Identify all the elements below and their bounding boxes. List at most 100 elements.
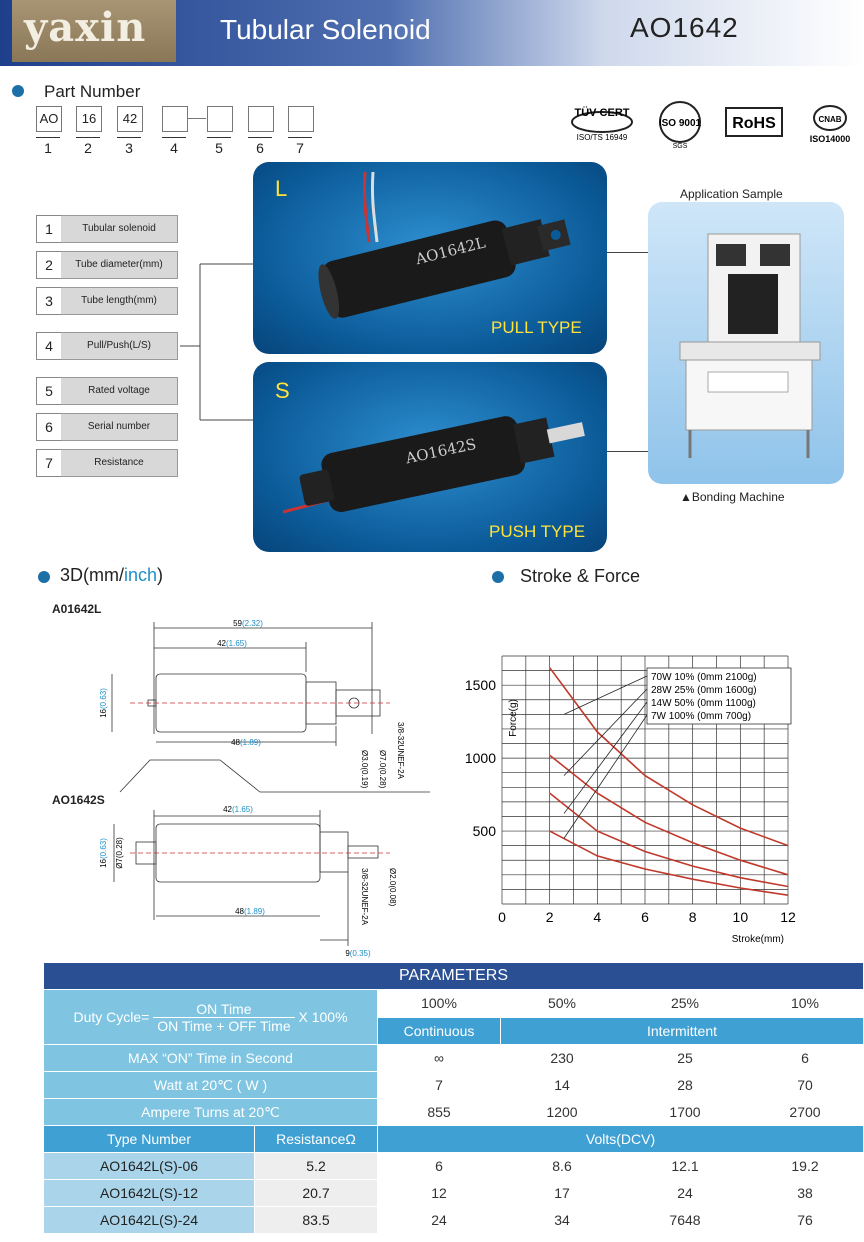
s-dim-16-in: (0.63) (99, 838, 108, 859)
cell: 14 (500, 1071, 624, 1099)
cert-name-1: ISO 9001 (659, 118, 702, 129)
type-res: 5.2 (254, 1152, 378, 1180)
legend-label-5: Rated voltage (61, 377, 178, 405)
s-dim-42-in: (1.65) (232, 805, 253, 814)
cell: 7648 (623, 1206, 747, 1234)
y-tick-label: 1500 (465, 677, 496, 693)
cell: 1700 (623, 1098, 747, 1126)
cell: 19.2 (746, 1152, 864, 1180)
cell: 7 (377, 1071, 501, 1099)
cell: 34 (500, 1206, 624, 1234)
type-name: AO1642L(S)-06 (43, 1152, 255, 1180)
application-caption: ▲Bonding Machine (680, 490, 785, 504)
cnab-logo: CNAB ISO14000 (802, 100, 858, 149)
pn-index-6: 6 (248, 137, 272, 156)
cert-sub-0: ISO/TS 16949 (577, 133, 628, 142)
pn-dash (188, 118, 206, 119)
pn-box-1: AO (36, 106, 62, 132)
x-tick-label: 2 (546, 909, 554, 925)
y-axis-label: Force(g) (508, 699, 519, 737)
s-dim-48: 48 (235, 907, 244, 916)
section-bullet (38, 571, 50, 583)
l-dim-d3: Ø3.0(0.19) (360, 750, 369, 789)
type-name: AO1642L(S)-12 (43, 1179, 255, 1207)
pull-letter: L (275, 176, 288, 201)
cell: 1200 (500, 1098, 624, 1126)
chart-heading: Stroke & Force (520, 566, 641, 586)
series-line-4 (549, 830, 789, 896)
l-dim-59-in: (2.32) (242, 619, 263, 628)
x-axis-label: Stroke(mm) (732, 934, 784, 945)
cert-sub-1: SGS (673, 143, 688, 150)
svg-text:9(0.35): 9(0.35) (345, 949, 371, 958)
app-connector-top (607, 252, 649, 253)
section-bullet (492, 571, 504, 583)
l-dim-42: 42 (217, 639, 226, 648)
drawing-heading: 3D(mm/inch) (60, 565, 163, 586)
cell: 6 (377, 1152, 501, 1180)
rohs-logo: RoHS (722, 104, 786, 143)
continuous-label: Continuous (377, 1016, 501, 1045)
cell: 70 (746, 1071, 864, 1099)
svg-text:48(1.89): 48(1.89) (231, 738, 261, 747)
duty-50: 50% (500, 989, 624, 1018)
bonding-machine-image (679, 233, 821, 458)
row-label-watt: Watt at 20℃ ( W ) (43, 1071, 378, 1099)
legend-entry-3: 14W 50% (0mm 1100g) (651, 698, 756, 709)
drawing-heading-c: ) (157, 565, 164, 585)
resistance-header: ResistanceΩ (254, 1125, 378, 1153)
duty-cycle-formula: Duty Cycle= ON Time ON Time + OFF Time X… (43, 989, 378, 1045)
l-dim-16-in: (0.63) (99, 688, 108, 709)
legend-label-2: Tube diameter(mm) (61, 251, 178, 279)
legend-leader-3 (563, 701, 648, 814)
row-label-ampere: Ampere Turns at 20℃ (43, 1098, 378, 1126)
cert-name-0: TÜV CERT (575, 106, 630, 119)
push-type-label: PUSH TYPE (489, 522, 586, 541)
legend-label-4: Pull/Push(L/S) (61, 332, 178, 360)
legend-num-2: 2 (36, 251, 62, 279)
pull-type-label: PULL TYPE (491, 318, 582, 337)
tuv-cert-logo: TÜV CERT ISO/TS 16949 (568, 104, 636, 147)
cell: 24 (623, 1179, 747, 1207)
l-dim-d7: Ø7.0(0.28) (378, 750, 387, 789)
legend-num-5: 5 (36, 377, 62, 405)
svg-text:42(1.65): 42(1.65) (217, 639, 247, 648)
legend-label-7: Resistance (61, 449, 178, 477)
cell: 28 (623, 1071, 747, 1099)
application-title: Application Sample (680, 187, 783, 201)
y-tick-label: 1000 (465, 750, 496, 766)
x-tick-label: 10 (733, 909, 749, 925)
cert-sub-3: ISO14000 (810, 134, 851, 144)
legend-entry-1: 70W 10% (0mm 2100g) (651, 672, 757, 683)
cell: 8.6 (500, 1152, 624, 1180)
series-line-1 (549, 667, 789, 847)
legend-connector (180, 263, 254, 421)
drawing-label-s: AO1642S (52, 793, 105, 807)
duty-numerator: ON Time (153, 1001, 295, 1018)
s-dim-d2: Ø2.0(0.08) (388, 868, 397, 907)
duty-10: 10% (746, 989, 864, 1018)
cert-name-2: RoHS (732, 115, 776, 132)
brand-logo: yaxin (24, 4, 147, 51)
series-line-3 (549, 792, 789, 888)
pull-type-panel: L AO1642L PULL TYPE (253, 162, 607, 354)
cert-name-3: CNAB (818, 115, 841, 124)
cell: 76 (746, 1206, 864, 1234)
legend-leader-1 (563, 675, 648, 715)
s-dim-d7: Ø7(0.28) (115, 837, 124, 869)
type-name: AO1642L(S)-24 (43, 1206, 255, 1234)
pn-box-2: 16 (76, 106, 102, 132)
section-bullet (12, 85, 24, 97)
x-tick-label: 0 (498, 909, 506, 925)
type-res: 83.5 (254, 1206, 378, 1234)
row-label-max-on: MAX “ON” Time in Second (43, 1044, 378, 1072)
cell: 25 (623, 1044, 747, 1072)
cell: 38 (746, 1179, 864, 1207)
duty-100: 100% (377, 989, 501, 1018)
cell: 24 (377, 1206, 501, 1234)
push-type-panel: S AO1642S PUSH TYPE (253, 362, 607, 552)
pn-box-5 (207, 106, 233, 132)
pn-box-4 (162, 106, 188, 132)
legend-label-1: Tubular solenoid (61, 215, 178, 243)
